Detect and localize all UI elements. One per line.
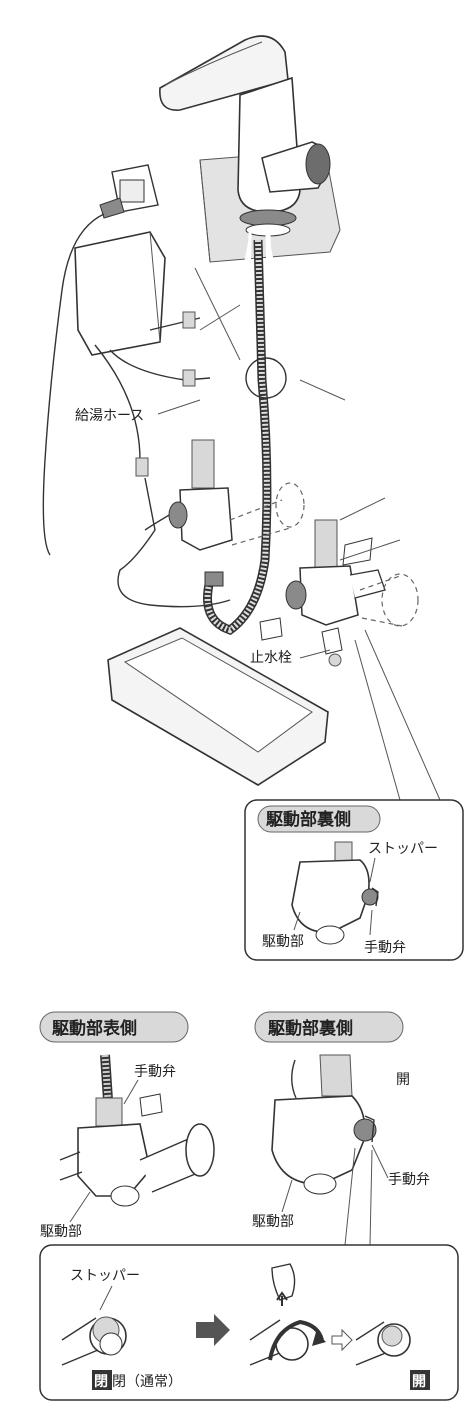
open-label: 開 — [396, 1072, 410, 1088]
drive-back-section: 駆動部裏側 開 手動弁 駆動部 — [252, 1011, 430, 1246]
closed-icon-char: 閉 — [94, 1374, 108, 1390]
detail-stopper-label: ストッパー — [368, 841, 438, 857]
rotate-arrow-icon — [268, 1319, 324, 1361]
lift-up-arrow-icon — [276, 1291, 288, 1306]
next-step-arrow-icon — [196, 1314, 230, 1346]
stop-valve-callout: 止水栓 — [250, 649, 331, 666]
result-arrow-icon — [331, 1328, 353, 1352]
stopper-operation-panel: ストッパー 閉 閉（通常） 開 — [39, 1244, 459, 1401]
back-manual-valve-label: 手動弁 — [388, 1172, 430, 1188]
hot-water-hose-label: 給湯ホース — [75, 407, 144, 424]
drive-front-header: 駆動部表側 — [52, 1018, 137, 1039]
op-stopper-label: ストッパー — [70, 1268, 140, 1284]
front-manual-valve-label: 手動弁 — [134, 1064, 176, 1080]
detail-manual-valve-label: 手動弁 — [364, 940, 406, 956]
drive-back-header: 駆動部裏側 — [266, 809, 351, 830]
closed-normal-label: 閉（通常） — [112, 1374, 182, 1390]
drive-back-detail-panel: 駆動部裏側 ストッパー 駆動部 手動弁 — [244, 799, 464, 961]
hot-water-hose-callout: 給湯ホース — [75, 399, 201, 424]
open-icon-char: 開 — [412, 1374, 426, 1390]
drive-front-section: 駆動部表側 手動弁 駆動部 — [39, 1011, 215, 1240]
stopper-clip-icon — [271, 1263, 296, 1301]
detail-drive-unit-label: 駆動部 — [262, 934, 304, 950]
back-drive-unit-label: 駆動部 — [252, 1214, 294, 1230]
front-drive-unit-label: 駆動部 — [40, 1224, 82, 1240]
drive-back-header-2: 駆動部裏側 — [268, 1018, 353, 1039]
detail-leader-lines — [354, 629, 441, 801]
stop-valve-label: 止水栓 — [250, 650, 292, 666]
faucet-assembly — [42, 35, 419, 667]
basin-tray — [107, 627, 329, 786]
